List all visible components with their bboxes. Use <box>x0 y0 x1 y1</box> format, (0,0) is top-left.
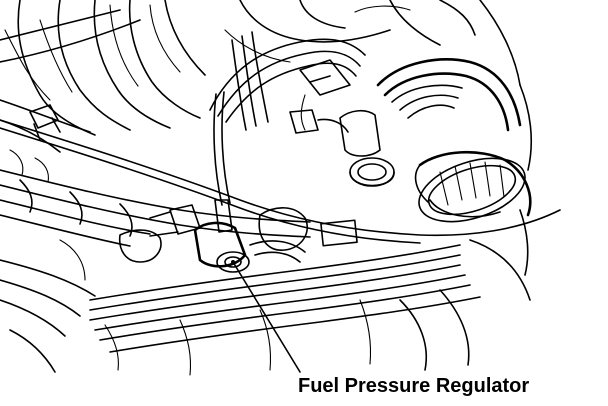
wiring-harness <box>89 239 531 376</box>
callout-label: Fuel Pressure Regulator <box>298 375 530 397</box>
callout-leader <box>231 260 301 373</box>
intake-manifold-runners <box>0 0 206 153</box>
fuel-rail <box>0 149 311 247</box>
throttle-body-cover <box>224 0 533 171</box>
engine-block <box>0 239 470 373</box>
air-intake-duct <box>376 58 532 276</box>
vacuum-cable <box>0 119 561 247</box>
fuel-pressure-regulator <box>118 199 309 273</box>
fuel-line-bundle <box>209 31 366 206</box>
throttle-linkage <box>289 59 395 187</box>
